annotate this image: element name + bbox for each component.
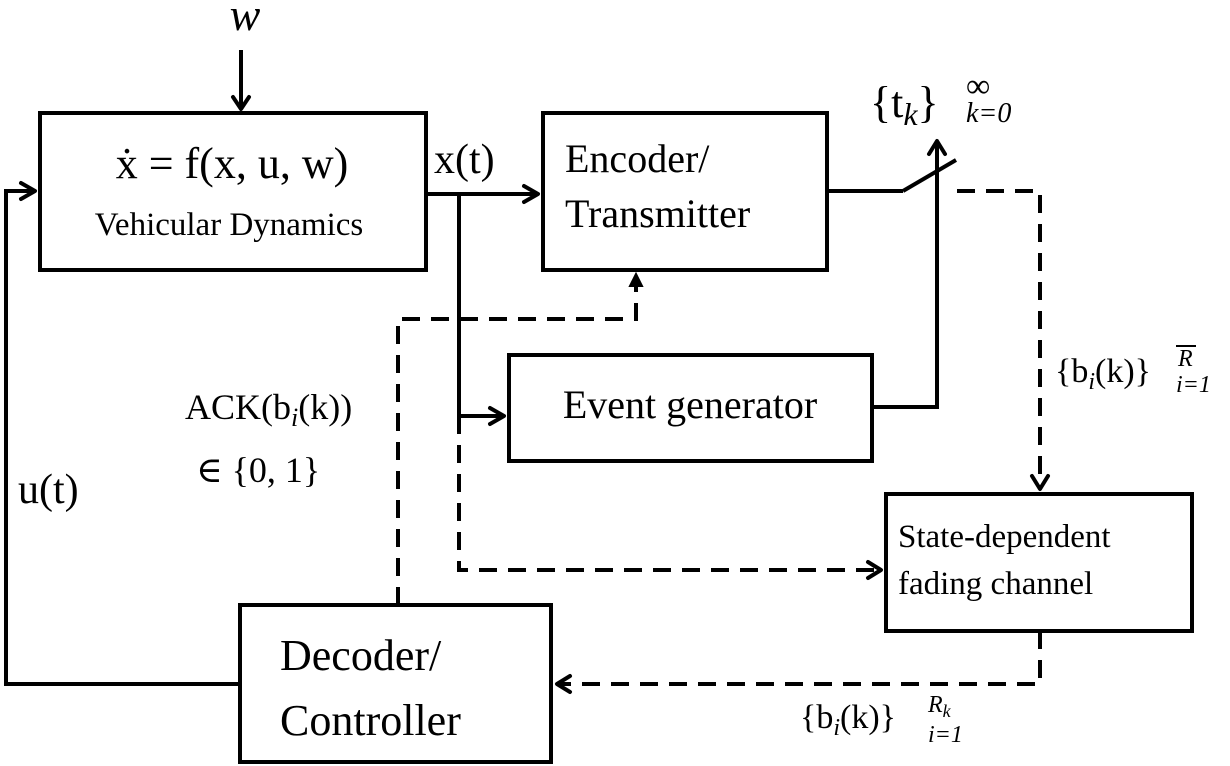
- svg-text:{tk}: {tk}: [870, 78, 939, 132]
- ack-domain: ∈ {0, 1}: [196, 450, 320, 490]
- event-times-sup: ∞: [966, 68, 990, 105]
- decoder-label-line2: Controller: [280, 696, 461, 745]
- bits-received-label: {bi(k)} Rk i=1: [800, 692, 963, 748]
- ack-feedback-arrow: [396, 271, 644, 605]
- dynamics-equation: ẋ = f(x, u, w): [116, 139, 349, 188]
- svg-text:ACK(bi(k)): ACK(bi(k)): [185, 387, 352, 432]
- encoder-label-line1: Encoder/: [565, 136, 710, 181]
- channel-label-line2: fading channel: [898, 566, 1093, 602]
- bits-to-channel-arrow: [957, 189, 1050, 491]
- event-times-label: {tk} ∞ k=0: [870, 68, 1011, 132]
- event-trigger-arrow: [872, 139, 947, 409]
- state-label: x(t): [434, 137, 495, 183]
- encoder-transmitter-block: Encoder/ Transmitter: [541, 111, 829, 272]
- svg-text:{bi(k)}: {bi(k)}: [1055, 353, 1151, 395]
- bits-sent-label: {bi(k)} R i=1: [1055, 345, 1211, 398]
- state-to-event-generator-arrow: [457, 194, 506, 426]
- vehicular-dynamics-block: ẋ = f(x, u, w) Vehicular Dynamics: [38, 111, 428, 272]
- event-times-sub: k=0: [966, 98, 1011, 129]
- event-generator-block: Event generator: [507, 353, 874, 463]
- event-generator-label: Event generator: [563, 382, 817, 427]
- disturbance-input-arrow: [231, 50, 251, 111]
- transmission-switch: [827, 158, 958, 193]
- bits-sent-sup: R: [1177, 346, 1193, 372]
- bits-received-sub: i=1: [928, 722, 963, 748]
- dynamics-label: Vehicular Dynamics: [95, 207, 364, 243]
- decoder-controller-block: Decoder/ Controller: [238, 603, 553, 764]
- control-feedback-arrow: [4, 181, 240, 686]
- disturbance-label: w: [230, 0, 261, 40]
- fading-channel-block: State-dependent fading channel: [884, 492, 1194, 633]
- state-to-channel-arrow: [457, 416, 883, 580]
- encoder-label-line2: Transmitter: [565, 191, 750, 236]
- state-to-encoder-arrow: [426, 184, 540, 204]
- control-label: u(t): [18, 467, 79, 513]
- svg-text:{bi(k)}: {bi(k)}: [800, 699, 896, 741]
- decoder-label-line1: Decoder/: [280, 631, 442, 680]
- channel-to-decoder-arrow: [555, 631, 1042, 694]
- channel-label-line1: State-dependent: [898, 519, 1111, 555]
- bits-received-sup: Rk: [927, 692, 952, 721]
- ack-label: ACK(bi(k)) ∈ {0, 1}: [185, 387, 352, 490]
- bits-sent-sub: i=1: [1176, 372, 1211, 398]
